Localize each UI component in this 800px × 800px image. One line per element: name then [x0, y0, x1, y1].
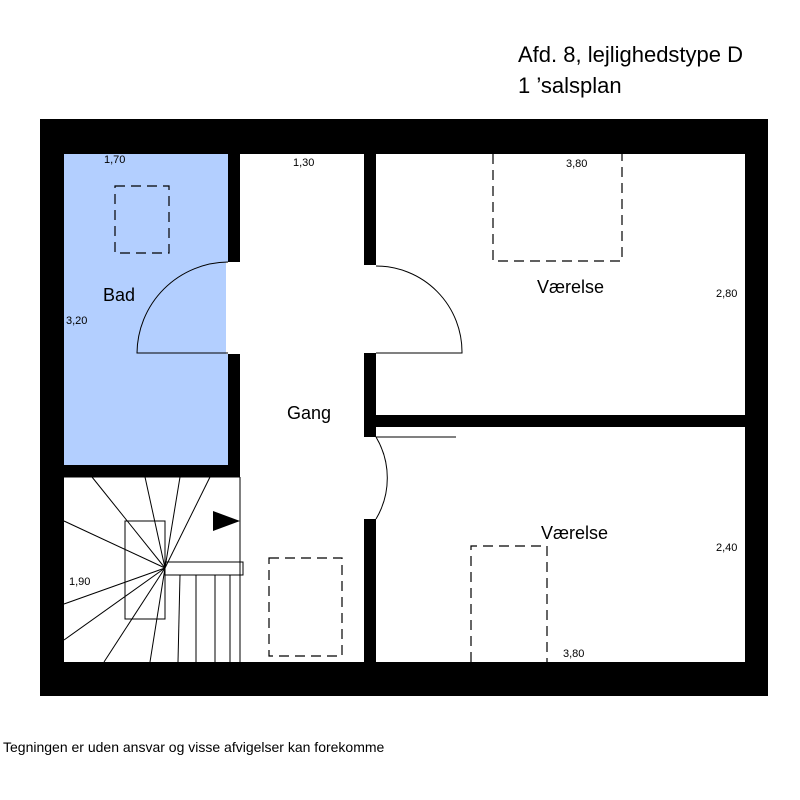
bath-skylight [114, 185, 170, 254]
dim-hall-width: 1,30 [293, 157, 314, 169]
room-bottom-door-swing [375, 436, 388, 520]
room-top-skylight [492, 154, 623, 262]
plan-title: Afd. 8, lejlighedstype D [518, 42, 743, 67]
room-label-bottom: Værelse [541, 523, 608, 543]
stair-floor [64, 477, 240, 662]
dim-room-top-height: 2,80 [716, 288, 737, 300]
plan-subtitle: 1 ’salsplan [518, 73, 622, 98]
room-label-hall: Gang [287, 403, 331, 423]
dim-stair-height: 1,90 [69, 576, 90, 588]
dim-bath-height: 3,20 [66, 315, 87, 327]
room-top-door-opening [362, 265, 378, 353]
stair-direction-arrow [213, 511, 240, 531]
dim-room-bottom-height: 2,40 [716, 542, 737, 554]
staircase [63, 476, 244, 663]
bath-floor [64, 154, 228, 465]
bath-door-opening [226, 262, 242, 354]
dim-room-top-width: 3,80 [566, 158, 587, 170]
hall-skylight [268, 557, 343, 657]
dim-room-bottom-width: 3,80 [563, 648, 584, 660]
room-top-floor [376, 154, 745, 415]
room-label-top: Værelse [537, 277, 604, 297]
hall-floor [240, 154, 364, 662]
room-top-door-swing [375, 265, 463, 354]
room-bottom-floor [376, 427, 745, 662]
bath-door-swing [136, 261, 229, 354]
room-label-bath: Bad [103, 285, 135, 305]
room-bottom-skylight [470, 545, 548, 662]
disclaimer-text: Tegningen er uden ansvar og visse afvige… [3, 739, 385, 755]
dim-bath-width: 1,70 [104, 154, 125, 166]
room-bottom-door-opening [362, 437, 378, 519]
